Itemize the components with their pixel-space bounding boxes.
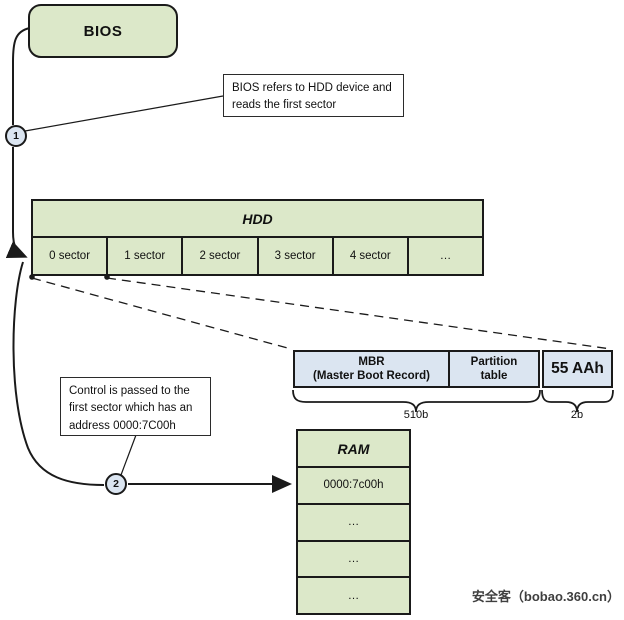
bios-box: BIOS — [28, 4, 178, 58]
leader-step1-to-note1 — [24, 95, 224, 132]
hdd-cell-sector-2: 2 sector — [181, 238, 256, 274]
bios-label: BIOS — [83, 22, 123, 40]
dashed-sector0-right-to-signature — [106, 277, 612, 350]
partition-label-line1: Partition — [470, 355, 518, 368]
brace-510b — [292, 389, 541, 413]
brace-2b — [541, 389, 614, 413]
connector-bios-to-step1 — [12, 27, 31, 125]
mbr-main-cell: MBR (Master Boot Record) — [295, 352, 448, 386]
mbr-label-line1: MBR — [358, 355, 385, 368]
ram-title: RAM — [337, 440, 370, 457]
partition-label-line2: table — [480, 370, 508, 382]
hdd-table: HDD 0 sector 1 sector 2 sector 3 sector … — [31, 199, 484, 276]
step-circle-2: 2 — [105, 473, 127, 495]
note-bios-reads-first-sector: BIOS refers to HDD device and reads the … — [223, 74, 404, 117]
connector-step1-to-hdd-arrow — [5, 147, 28, 258]
mbr-box: MBR (Master Boot Record) Partition table — [293, 350, 540, 388]
ram-row-2: … — [298, 539, 409, 577]
note-control-passed: Control is passed to the first sector wh… — [60, 377, 211, 436]
hdd-title: HDD — [33, 201, 482, 238]
dashed-sector0-left-to-mbr — [31, 277, 292, 350]
step-2-number: 2 — [113, 478, 119, 490]
boot-signature-label: 55 AAh — [551, 360, 604, 377]
mbr-label-line2: (Master Boot Record) — [313, 370, 430, 382]
hdd-cell-sector-1: 1 sector — [106, 238, 181, 274]
step-1-number: 1 — [13, 130, 19, 142]
leader-step2-to-note2 — [120, 434, 137, 476]
watermark-text: 安全客（bobao.360.cn） — [471, 589, 620, 604]
hdd-cell-sector-0: 0 sector — [49, 250, 91, 262]
step-circle-1: 1 — [5, 125, 27, 147]
hdd-cell-sector-3: 3 sector — [256, 238, 332, 274]
ram-table: RAM 0000:7c00h … … … — [296, 429, 411, 615]
hdd-cell-sector-more: … — [406, 238, 482, 274]
ram-row-boot-address: 0000:7c00h — [298, 466, 409, 503]
partition-table-cell: Partition table — [448, 352, 538, 386]
hdd-cell-sector-4: 4 sector — [331, 238, 407, 274]
size-label-2b: 2b — [570, 409, 584, 421]
ram-row-3: … — [298, 576, 409, 613]
boot-signature-box: 55 AAh — [542, 350, 613, 388]
hdd-sector-row: 0 sector 1 sector 2 sector 3 sector 4 se… — [33, 238, 482, 274]
ram-row-1: … — [298, 502, 409, 540]
size-label-510b: 510b — [403, 409, 429, 421]
connector-hdd-to-step2 — [12, 261, 105, 486]
